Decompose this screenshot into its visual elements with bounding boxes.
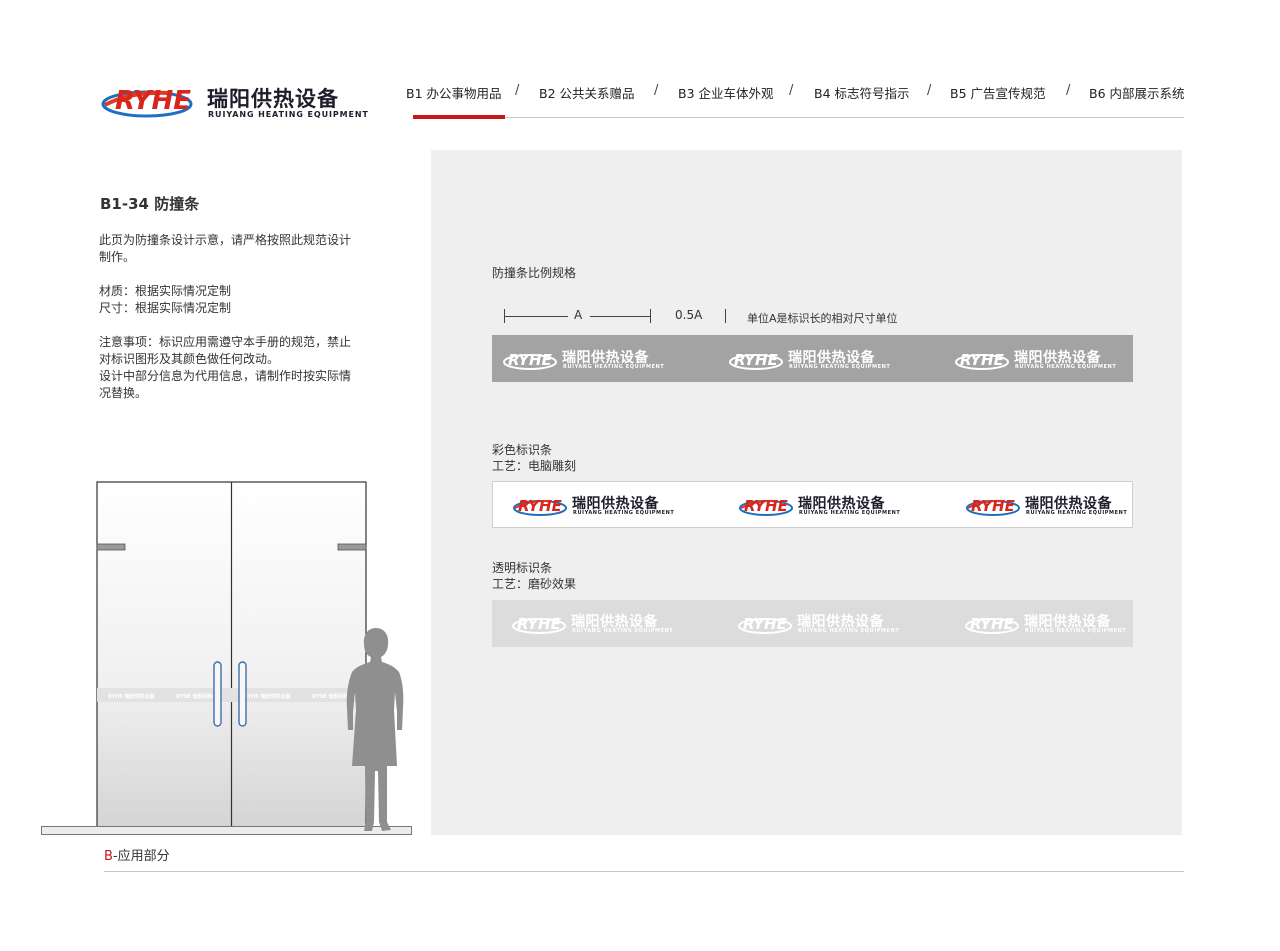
notes-text: 注意事项：标识应用需遵守本手册的规范，禁止对标识图形及其颜色做任何改动。 [99, 335, 352, 366]
strip-logo: RYHE 瑞阳供热设备 RUIYANG HEATING EQUIPMENT [965, 493, 1135, 517]
strip-logo: RYHE 瑞阳供热设备 RUIYANG HEATING EQUIPMENT [954, 347, 1124, 371]
measure-note: 单位A是标识长的相对尺寸单位 [747, 312, 898, 325]
ryhe-logo-icon: RYHE [512, 615, 566, 634]
glass-door-illustration: RYHE 瑞阳供热设备 RYHE 瑞阳供热设备 RYHE 瑞阳供热设备 RYHE… [96, 481, 367, 828]
svg-text:RYHE 瑞阳供热设备: RYHE 瑞阳供热设备 [176, 693, 224, 700]
strip-logo: RYHE 瑞阳供热设备 RUIYANG HEATING EQUIPMENT [728, 347, 898, 371]
person-silhouette-icon [346, 628, 404, 831]
strip-logo: RYHE 瑞阳供热设备 RUIYANG HEATING EQUIPMENT [511, 611, 681, 635]
svg-text:RYHE: RYHE [743, 615, 788, 633]
brand-logo: RYHE 瑞阳供热设备 RUIYANG HEATING EQUIPMENT [101, 79, 368, 125]
measure-label-half: 0.5A [675, 308, 703, 322]
strip-logo: RYHE 瑞阳供热设备 RUIYANG HEATING EQUIPMENT [738, 493, 908, 517]
svg-text:RYHE: RYHE [115, 86, 191, 116]
svg-text:RYHE: RYHE [971, 497, 1016, 515]
clear-strip-title: 透明标识条 [492, 561, 553, 575]
nav-b1[interactable]: B1 办公事物用品 [406, 86, 502, 101]
ryhe-logo-icon: RYHE [729, 351, 783, 370]
nav-b2[interactable]: B2 公共关系赠品 [539, 86, 635, 101]
nav-separator: / [654, 83, 659, 98]
page-title: B1-34 防撞条 [100, 195, 200, 213]
nav-active-indicator [413, 115, 505, 119]
footer-section-name: -应用部分 [112, 849, 170, 864]
material-text: 材质：根据实际情况定制 [99, 284, 232, 298]
notes-text-2: 设计中部分信息为代用信息，请制作时按实际情况替换。 [99, 369, 352, 400]
logo-name-en: RUIYANG HEATING EQUIPMENT [208, 110, 369, 119]
ryhe-logo-icon: RYHE [101, 86, 193, 118]
size-text: 尺寸：根据实际情况定制 [99, 301, 232, 315]
svg-text:RYHE 瑞阳供热设备: RYHE 瑞阳供热设备 [108, 693, 156, 700]
color-strip-title: 彩色标识条 [492, 443, 553, 457]
clear-strip-craft: 工艺：磨砂效果 [492, 577, 577, 591]
strip-logo: RYHE 瑞阳供热设备 RUIYANG HEATING EQUIPMENT [512, 493, 682, 517]
footer-section-label: B-应用部分 [104, 845, 170, 864]
measure-line-a-right [590, 316, 650, 317]
svg-text:RYHE: RYHE [508, 351, 553, 369]
svg-text:RYHE: RYHE [960, 351, 1005, 369]
svg-text:RYHE 瑞阳供热设备: RYHE 瑞阳供热设备 [312, 693, 360, 700]
nav-b4[interactable]: B4 标志符号指示 [814, 86, 910, 101]
measure-tick-end [725, 309, 726, 323]
measure-line-a-left [504, 316, 568, 317]
logo-name-cn: 瑞阳供热设备 [207, 87, 339, 111]
ryhe-logo-icon: RYHE [739, 497, 793, 516]
floor-base [41, 826, 412, 835]
measure-tick-mid [650, 309, 651, 323]
nav-separator: / [927, 83, 932, 98]
svg-text:RYHE: RYHE [518, 497, 563, 515]
nav-b3[interactable]: B3 企业车体外观 [678, 86, 774, 101]
strip-logo: RYHE 瑞阳供热设备 RUIYANG HEATING EQUIPMENT [502, 347, 672, 371]
nav-divider [413, 117, 1184, 118]
strip-logo: RYHE 瑞阳供热设备 RUIYANG HEATING EQUIPMENT [964, 611, 1134, 635]
nav-separator: / [515, 83, 520, 98]
ratio-strip: RYHE 瑞阳供热设备 RUIYANG HEATING EQUIPMENT RY… [492, 335, 1133, 382]
nav-separator: / [789, 83, 794, 98]
nav-b5[interactable]: B5 广告宣传规范 [950, 86, 1046, 101]
frosted-strip: RYHE 瑞阳供热设备 RUIYANG HEATING EQUIPMENT RY… [492, 600, 1133, 647]
svg-text:RYHE: RYHE [517, 615, 562, 633]
ryhe-logo-icon: RYHE [503, 351, 557, 370]
svg-text:RYHE 瑞阳供热设备: RYHE 瑞阳供热设备 [244, 693, 292, 700]
svg-text:RYHE: RYHE [970, 615, 1015, 633]
ryhe-logo-icon: RYHE [955, 351, 1009, 370]
color-strip: RYHE 瑞阳供热设备 RUIYANG HEATING EQUIPMENT RY… [492, 481, 1133, 528]
page-description: 此页为防撞条设计示意，请严格按照此规范设计制作。 [99, 233, 352, 264]
ryhe-logo-icon: RYHE [965, 615, 1019, 634]
nav-b6[interactable]: B6 内部展示系统 [1089, 86, 1185, 101]
ryhe-logo-icon: RYHE [738, 615, 792, 634]
nav-separator: / [1066, 83, 1071, 98]
color-strip-craft: 工艺：电脑雕刻 [492, 459, 577, 473]
ryhe-logo-icon: RYHE [966, 497, 1020, 516]
strip-logo: RYHE 瑞阳供热设备 RUIYANG HEATING EQUIPMENT [737, 611, 907, 635]
footer-section-letter: B [104, 849, 113, 864]
ryhe-logo-icon: RYHE [513, 497, 567, 516]
svg-text:RYHE: RYHE [744, 497, 789, 515]
measure-label-a: A [574, 308, 583, 322]
footer-divider [104, 871, 1184, 872]
ratio-title: 防撞条比例规格 [492, 266, 577, 280]
svg-text:RYHE: RYHE [734, 351, 779, 369]
